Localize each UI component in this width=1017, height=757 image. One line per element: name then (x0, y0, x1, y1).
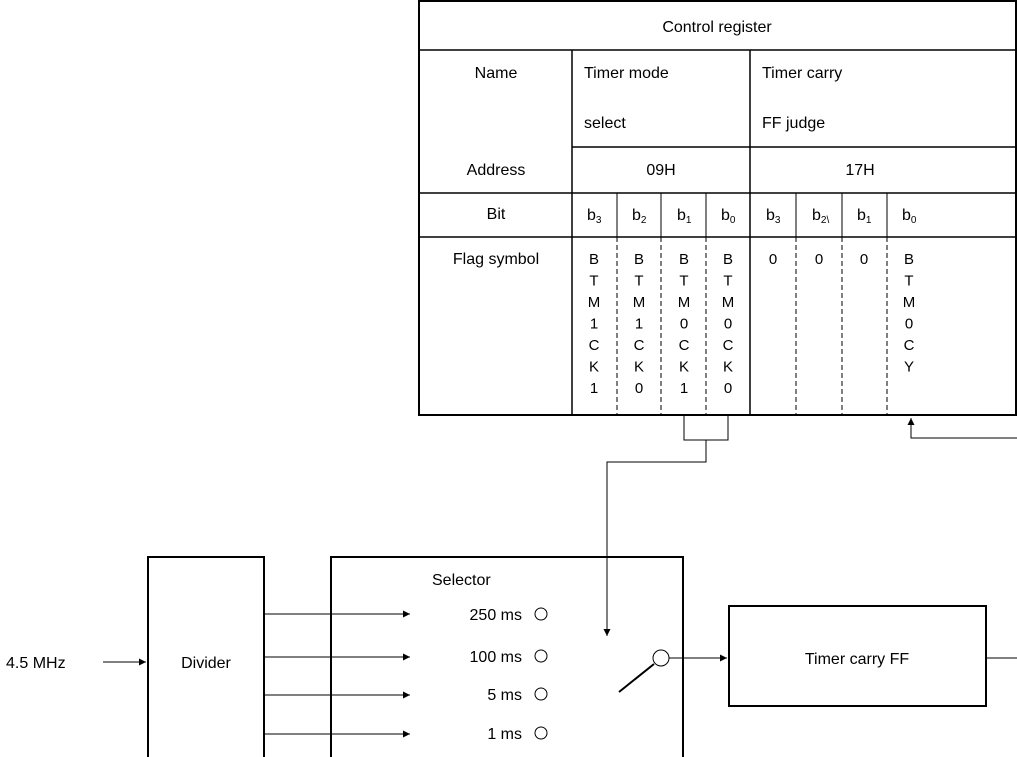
name-row-label: Name (475, 65, 518, 82)
flag-symbol-char: C (589, 337, 600, 354)
flag-symbol-char: M (722, 294, 735, 311)
flag-symbol-char: B (723, 251, 733, 268)
flag-symbol-char: B (634, 251, 644, 268)
bit-label: b0 (902, 207, 917, 226)
group2-address: 17H (845, 162, 874, 179)
selector-block (330, 556, 684, 757)
flag-symbol-column: 0 (769, 251, 777, 268)
flag-symbol-char: T (589, 273, 598, 290)
flag-symbol-char: 0 (815, 251, 823, 268)
bit-label: b2 (632, 207, 647, 226)
group1-name-line1: Timer mode (584, 65, 669, 82)
bit-label: b1 (677, 207, 692, 226)
bit-label: b2\ (812, 207, 829, 226)
carry-flag-line (907, 418, 1017, 439)
flag-symbol-column: 0 (860, 251, 868, 268)
flag-symbol-char: T (904, 273, 913, 290)
flag-symbol-char: B (589, 251, 599, 268)
flag-symbol-char: K (589, 359, 599, 376)
flag-symbol-char: 0 (905, 316, 913, 333)
flag-symbol-char: 0 (680, 316, 688, 333)
flag-symbol-column: 0 (815, 251, 823, 268)
flag-symbol-char: 0 (635, 380, 643, 397)
flag-symbol-char: B (679, 251, 689, 268)
flag-symbol-char: T (679, 273, 688, 290)
option-250ms-contact (534, 607, 548, 621)
group2-name-line1: Timer carry (762, 65, 842, 82)
flag-symbol-char: 1 (680, 380, 688, 397)
option-1ms-label: 1 ms (487, 726, 522, 743)
timer-carry-ff-block (728, 605, 987, 707)
flag-symbol-column: BTM 0CK 1 (678, 251, 691, 397)
flag-symbol-column: BTM 0CY (903, 251, 916, 376)
address-row-label: Address (467, 162, 526, 179)
flag-symbol-char: M (903, 294, 916, 311)
flag-symbol-char: B (904, 251, 914, 268)
register-table-frame (418, 0, 1017, 416)
register-title: Control register (662, 19, 772, 36)
flag-symbol-char: 0 (724, 316, 732, 333)
flag-symbol-char: 0 (769, 251, 777, 268)
option-250ms-label: 250 ms (470, 607, 522, 624)
divider-output-arrows (264, 610, 410, 738)
option-5ms-contact (534, 687, 548, 701)
bit-labels: b3 b2 b1 b0 b3 b2\ b1 b0 (587, 207, 917, 226)
flag-symbol-char: K (723, 359, 733, 376)
selector-label: Selector (432, 572, 491, 589)
bit-label: b3 (587, 207, 602, 226)
option-5ms-label: 5 ms (487, 687, 522, 704)
flag-symbol-char: 0 (860, 251, 868, 268)
mode-select-line (603, 440, 707, 636)
flag-symbol-char: M (678, 294, 691, 311)
selector-switch-blade (618, 663, 655, 693)
option-100ms-contact (534, 649, 548, 663)
group1-address: 09H (646, 162, 675, 179)
flag-symbol-char: 1 (635, 316, 643, 333)
flag-symbol-column: BTM 1CK 0 (633, 251, 646, 397)
divider-label: Divider (181, 655, 231, 672)
option-100ms-label: 100 ms (470, 649, 522, 666)
register-connections (603, 415, 1017, 636)
flag-symbol-char: Y (904, 359, 914, 376)
flag-symbol-row-label: Flag symbol (453, 251, 539, 268)
flag-symbol-char: 1 (590, 380, 598, 397)
flag-symbol-char: C (634, 337, 645, 354)
flag-symbol-char: T (723, 273, 732, 290)
group1-name-line2: select (584, 115, 626, 132)
flag-symbol-char: C (723, 337, 734, 354)
flag-symbol-char: C (679, 337, 690, 354)
mode-bits-bracket (683, 415, 729, 441)
bit-row-label: Bit (487, 206, 506, 223)
flag-symbol-char: 0 (724, 380, 732, 397)
selector-switch-pivot (652, 649, 670, 667)
control-register-table (418, 0, 1017, 416)
flag-symbol-char: M (633, 294, 646, 311)
timer-carry-ff-label: Timer carry FF (805, 651, 910, 668)
flag-symbol-char: M (588, 294, 601, 311)
input-frequency-label: 4.5 MHz (6, 655, 66, 672)
group2-name-line2: FF judge (762, 115, 825, 132)
flag-symbol-char: K (634, 359, 644, 376)
bit-label: b0 (721, 207, 736, 226)
bit-label: b3 (766, 207, 781, 226)
bit-label: b1 (857, 207, 872, 226)
option-1ms-contact (534, 726, 548, 740)
flag-symbol-char: K (679, 359, 689, 376)
flag-symbol-char: T (634, 273, 643, 290)
flag-symbol-char: C (904, 337, 915, 354)
flag-symbol-char: 1 (590, 316, 598, 333)
